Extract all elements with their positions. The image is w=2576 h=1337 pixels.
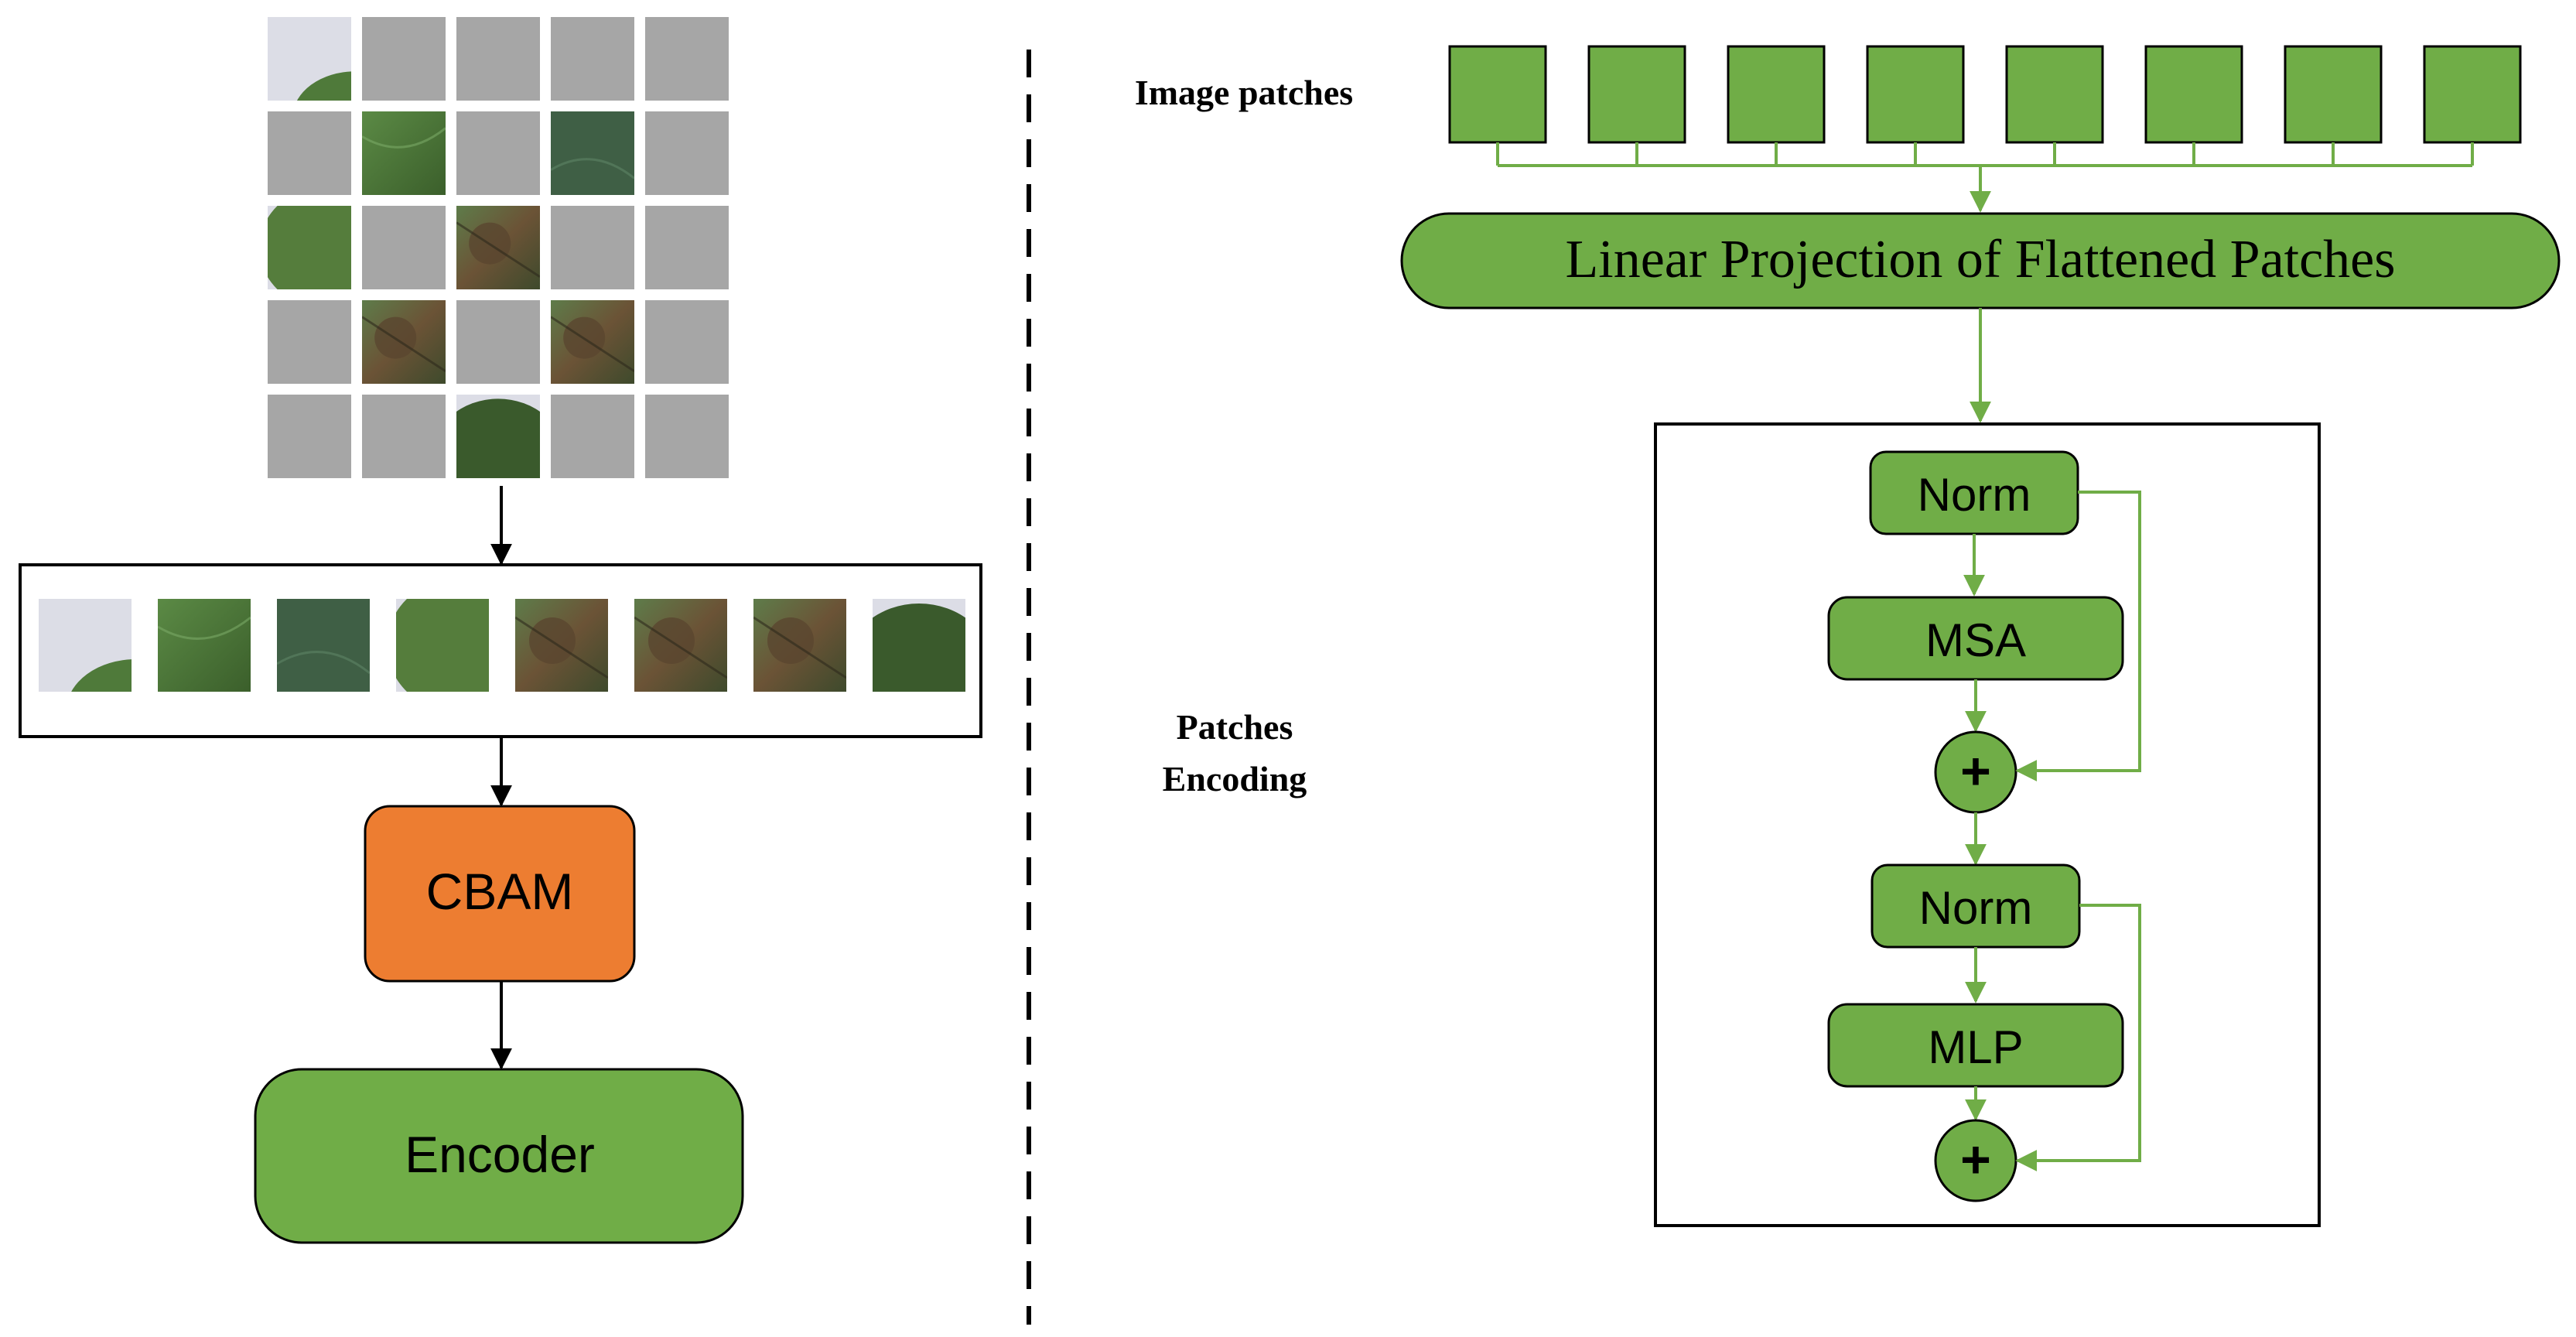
sequence-patch-5: [515, 599, 608, 692]
right-panel: Image patches Linear Projection of Flatt…: [1135, 45, 2561, 1227]
grid-patch-r0-c0: [268, 17, 351, 101]
green-patch-row: [1448, 45, 2522, 213]
sequence-patch-6: [634, 599, 727, 692]
patch-sequence: [39, 599, 965, 692]
residual-connection-1: [2015, 491, 2141, 781]
norm-label-2: Norm: [1919, 882, 2033, 934]
green-patch-7: [2284, 45, 2383, 144]
sequence-patch-7: [753, 599, 846, 692]
grid-patch-r3-c4: [645, 300, 729, 384]
sequence-patch-4: [396, 599, 489, 692]
grid-patch-r3-c0: [268, 300, 351, 384]
encoder-label: Encoder: [405, 1126, 595, 1183]
grid-patch-r1-c4: [645, 111, 729, 195]
mlp-label: MLP: [1928, 1021, 2023, 1073]
add-symbol-2: +: [1960, 1130, 1991, 1189]
grid-patch-r4-c2: [456, 395, 540, 478]
image-patches-label: Image patches: [1135, 73, 1353, 112]
grid-patch-r0-c4: [645, 17, 729, 101]
sequence-patch-8: [873, 599, 965, 692]
msa-label: MSA: [1925, 614, 2026, 666]
image-patch-grid: [268, 17, 729, 478]
grid-patch-r1-c2: [456, 111, 540, 195]
grid-patch-r3-c3: [551, 300, 634, 384]
grid-patch-r4-c4: [645, 395, 729, 478]
linear-projection-label: Linear Projection of Flattened Patches: [1565, 230, 2395, 289]
grid-patch-r1-c3: [551, 111, 634, 195]
transformer-encoder-box: [1654, 422, 2321, 1227]
grid-patch-r2-c3: [551, 206, 634, 289]
grid-patch-r4-c0: [268, 395, 351, 478]
grid-patch-r4-c3: [551, 395, 634, 478]
patches-encoding-label-line1: Patches: [1177, 707, 1293, 747]
green-patch-6: [2144, 45, 2243, 144]
green-patch-3: [1727, 45, 1826, 144]
grid-patch-r2-c1: [362, 206, 446, 289]
green-patch-4: [1866, 45, 1965, 144]
patches-encoding-label-line2: Encoding: [1163, 759, 1307, 798]
grid-patch-r0-c2: [456, 17, 540, 101]
green-patch-5: [2005, 45, 2104, 144]
encoder-block: [254, 1068, 744, 1244]
sequence-patch-2: [158, 599, 251, 692]
residual-connection-2: [2015, 904, 2141, 1171]
grid-patch-r4-c1: [362, 395, 446, 478]
left-panel: CBAM Encoder: [19, 17, 982, 1244]
grid-patch-r0-c3: [551, 17, 634, 101]
grid-patch-r2-c4: [645, 206, 729, 289]
grid-patch-r3-c1: [362, 300, 446, 384]
grid-patch-r0-c1: [362, 17, 446, 101]
green-patch-1: [1448, 45, 1547, 144]
add-symbol-1: +: [1960, 742, 1991, 801]
green-patch-2: [1587, 45, 1686, 144]
sequence-patch-1: [39, 599, 132, 692]
sequence-patch-3: [277, 599, 370, 692]
grid-patch-r3-c2: [456, 300, 540, 384]
grid-patch-r1-c0: [268, 111, 351, 195]
grid-patch-r1-c1: [362, 111, 446, 195]
grid-patch-r2-c0: [268, 206, 351, 289]
norm-label-1: Norm: [1918, 469, 2031, 521]
cbam-label: CBAM: [426, 863, 574, 920]
green-patch-8: [2423, 45, 2522, 144]
grid-patch-r2-c2: [456, 206, 540, 289]
